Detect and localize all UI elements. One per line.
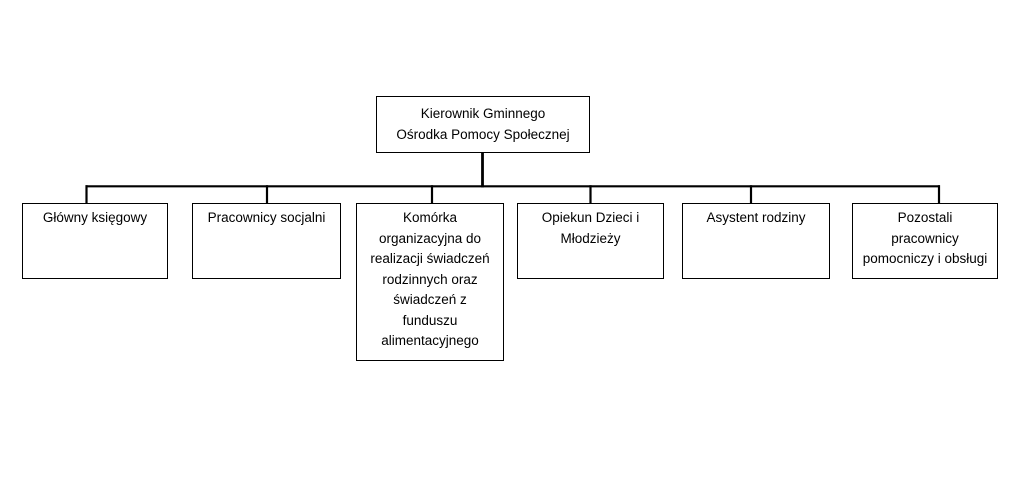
org-node-kierownik: Kierownik Gminnego Ośrodka Pomocy Społec… <box>376 96 590 153</box>
org-node-pozostali-pracownicy: Pozostali pracownicy pomocniczy i obsług… <box>852 203 998 279</box>
org-node-asystent-rodziny: Asystent rodziny <box>682 203 830 279</box>
org-node-komorka-organizacyjna: Komórka organizacyjna do realizacji świa… <box>356 203 504 361</box>
org-node-glowny-ksiegowy: Główny księgowy <box>22 203 168 279</box>
org-node-opiekun-dzieci-i-mlodziezy: Opiekun Dzieci i Młodzieży <box>517 203 664 279</box>
org-node-pracownicy-socjalni: Pracownicy socjalni <box>192 203 341 279</box>
